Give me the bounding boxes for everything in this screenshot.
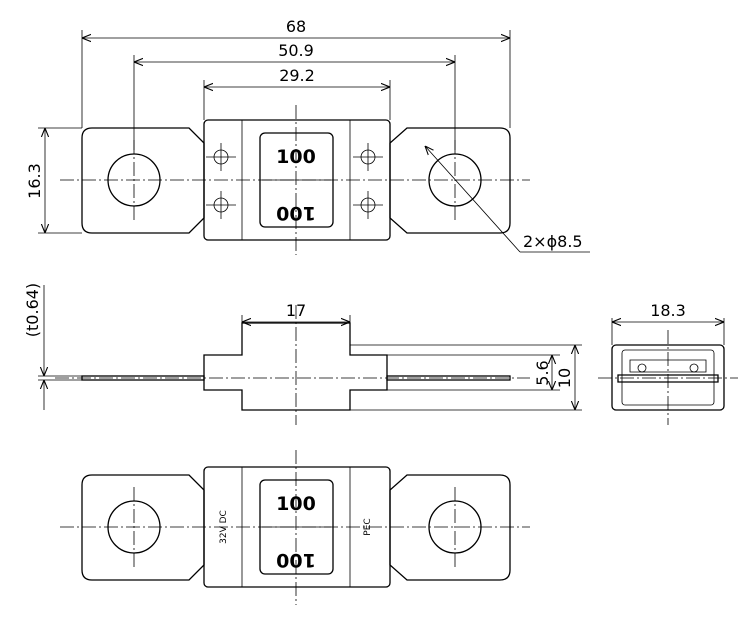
bottom-view-terminal-left bbox=[81, 474, 205, 581]
top-view-terminal-outline-right bbox=[389, 127, 511, 234]
dim-body-height: 10 bbox=[555, 368, 574, 388]
top-view-terminal-outline bbox=[81, 127, 205, 234]
dim-window-width: 17 bbox=[286, 301, 306, 320]
top-view: 100 100 68 50.9 29.2 bbox=[25, 17, 590, 255]
dim-terminal-width: 16.3 bbox=[25, 163, 44, 199]
dim-hole-pitch: 50.9 bbox=[278, 41, 314, 60]
end-view: 18.3 bbox=[598, 301, 738, 425]
dim-thickness: (t0.64) bbox=[23, 283, 42, 337]
dim-body-length: 29.2 bbox=[279, 66, 315, 85]
side-view-body bbox=[203, 322, 388, 411]
bottom-view: 100 100 32V DC PEC bbox=[60, 450, 530, 605]
dim-body-depth: 18.3 bbox=[650, 301, 686, 320]
bottom-view-terminal-right bbox=[389, 474, 511, 581]
dim-hole-callout: 2×ϕ8.5 bbox=[523, 232, 583, 251]
side-view: 17 (t0.64) 5.6 10 bbox=[23, 283, 582, 425]
rating-label-inverted: 100 bbox=[276, 202, 316, 224]
rivet-crosshairs bbox=[206, 143, 383, 219]
dim-overall-length: 68 bbox=[286, 17, 306, 36]
dim-body-height-inner: 5.6 bbox=[533, 360, 552, 385]
